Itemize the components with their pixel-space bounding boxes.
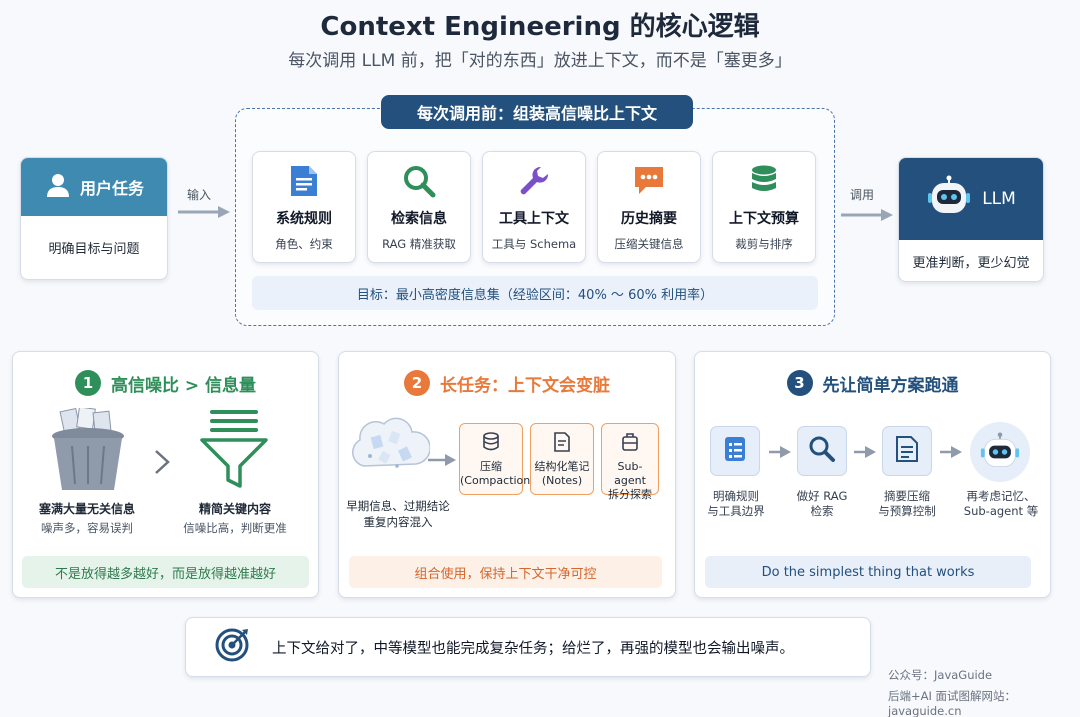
panel-number: 2 [404,370,430,396]
panel-3-footer: Do the simplest thing that works [705,556,1031,588]
funnel-icon [200,410,268,488]
assembly-item-tools: 工具上下文 工具与 Schema [482,151,586,263]
strategy-notes: 结构化笔记 (Notes) [530,423,594,495]
robot-icon [926,175,972,224]
panel-header: 2 长任务：上下文会变脏 [339,370,675,396]
step-summary [882,426,932,476]
llm-title: LLM [982,189,1016,209]
assembly-item-desc: 裁剪与排序 [735,237,793,251]
assembly-item-title: 历史摘要 [621,211,677,227]
assembly-item-title: 上下文预算 [729,211,799,227]
database-icon [460,432,522,456]
credit-wechat: 公众号：JavaGuide [888,668,993,682]
strategy-line2: 拆分探索 [608,488,652,501]
noisy-desc: 噪声多，容易误判 [41,521,133,535]
user-task-header: 用户任务 [21,158,167,216]
page-title: Context Engineering 的核心逻辑 [320,12,760,42]
summary-text: 上下文给对了，中等模型也能完成复杂任务；给烂了，再强的模型也会输出噪声。 [272,640,794,657]
panel-1-footer: 不是放得越多越好，而是放得越准越好 [22,556,309,588]
strategy-compaction: 压缩 (Compaction) [459,423,535,495]
llm-desc: 更准判断，更少幻觉 [912,256,1030,271]
step-arrow [769,446,791,458]
assembly-item-history: 历史摘要 压缩关键信息 [597,151,701,263]
panel-title: 长任务：上下文会变脏 [440,375,610,396]
concise-label: 精简关键内容 [198,502,271,516]
step-label-3a: 摘要压缩 [884,489,930,503]
step-label-1a: 明确规则 [713,489,759,503]
step-label-2a: 做好 RAG [796,489,848,503]
step-label-2b: 检索 [810,504,834,518]
panel-number: 1 [74,370,101,396]
llm-header: LLM [899,158,1043,240]
user-icon [44,171,72,203]
assembly-item-title: 系统规则 [276,211,332,227]
assembly-item-system-rules: 系统规则 角色、约束 [252,151,356,263]
input-arrow-label: 输入 [187,188,212,202]
step-label-4b: Sub-agent 等 [963,504,1039,518]
document-icon [895,435,919,467]
notes-icon [531,432,593,456]
assembly-item-budget: 上下文预算 裁剪与排序 [712,151,816,263]
assembly-item-desc: 工具与 Schema [491,237,577,251]
user-task-title: 用户任务 [79,179,144,198]
chevron-right-icon [155,450,170,474]
step-arrow [854,446,876,458]
messy-cloud-icon [352,417,430,468]
panel-header: 1 高信噪比 > 信息量 [13,370,318,396]
strategy-line1: 压缩 [480,460,502,473]
assembly-item-title: 检索信息 [391,211,447,227]
trash-can-icon [52,408,124,490]
chat-icon [598,164,700,198]
assembly-item-desc: RAG 精准获取 [382,237,456,251]
dirty-context-desc-2: 重复内容混入 [363,515,433,529]
noisy-label: 塞满大量无关信息 [38,502,135,516]
user-task-desc: 明确目标与问题 [48,242,140,257]
search-icon [808,435,836,467]
step-label-4a: 再考虑记忆、 [966,489,1036,503]
step-arrow [940,446,962,458]
step-memory [970,422,1030,482]
document-icon [253,164,355,198]
panel-title: 高信噪比 > 信息量 [110,375,257,396]
wrench-icon [483,164,585,198]
strategy-line1: Sub-agent [614,460,646,487]
search-icon [368,164,470,198]
dirty-context-desc-1: 早期信息、过期结论 [346,499,450,513]
credit-website: 后端+AI 面试图解网站：javaguide.cn [888,689,1017,717]
input-arrow [178,206,230,218]
checklist-icon [723,435,747,467]
assembly-item-title: 工具上下文 [499,211,569,227]
step-rag [797,426,847,476]
context-assembly-title: 每次调用前：组装高信噪比上下文 [381,95,693,129]
panel-header: 3 先让简单方案跑通 [695,370,1050,396]
strategy-line1: 结构化笔记 [534,460,590,473]
robot-icon [979,432,1030,476]
assembly-item-desc: 压缩关键信息 [614,237,684,251]
summary-banner: 上下文给对了，中等模型也能完成复杂任务；给烂了，再强的模型也会输出噪声。 [185,617,871,677]
call-arrow-label: 调用 [850,188,875,202]
page-subtitle: 每次调用 LLM 前，把「对的东西」放进上下文，而不是「塞更多」 [288,51,792,71]
panel-2-footer: 组合使用，保持上下文干净可控 [349,556,662,588]
briefcase-icon [602,432,658,456]
strategy-line2: (Notes) [541,474,583,487]
panel-number: 3 [786,370,813,396]
assembly-goal: 目标：最小高密度信息集（经验区间：40% ～ 60% 利用率） [252,276,818,310]
assembly-item-retrieval: 检索信息 RAG 精准获取 [367,151,471,263]
panel-title: 先让简单方案跑通 [822,375,959,396]
call-arrow [841,209,893,221]
arrow-right-icon [428,454,456,466]
step-rules [710,426,760,476]
target-icon [214,627,250,667]
strategy-subagent: Sub-agent 拆分探索 [601,423,659,501]
concise-desc: 信噪比高，判断更准 [183,521,287,535]
step-label-3b: 与预算控制 [878,504,936,518]
step-label-1b: 与工具边界 [707,504,765,518]
assembly-item-desc: 角色、约束 [275,237,333,251]
llm-box: LLM 更准判断，更少幻觉 [898,157,1044,282]
user-task-box: 用户任务 明确目标与问题 [20,157,168,280]
database-icon [713,164,815,198]
strategy-line2: (Compaction) [460,474,535,487]
